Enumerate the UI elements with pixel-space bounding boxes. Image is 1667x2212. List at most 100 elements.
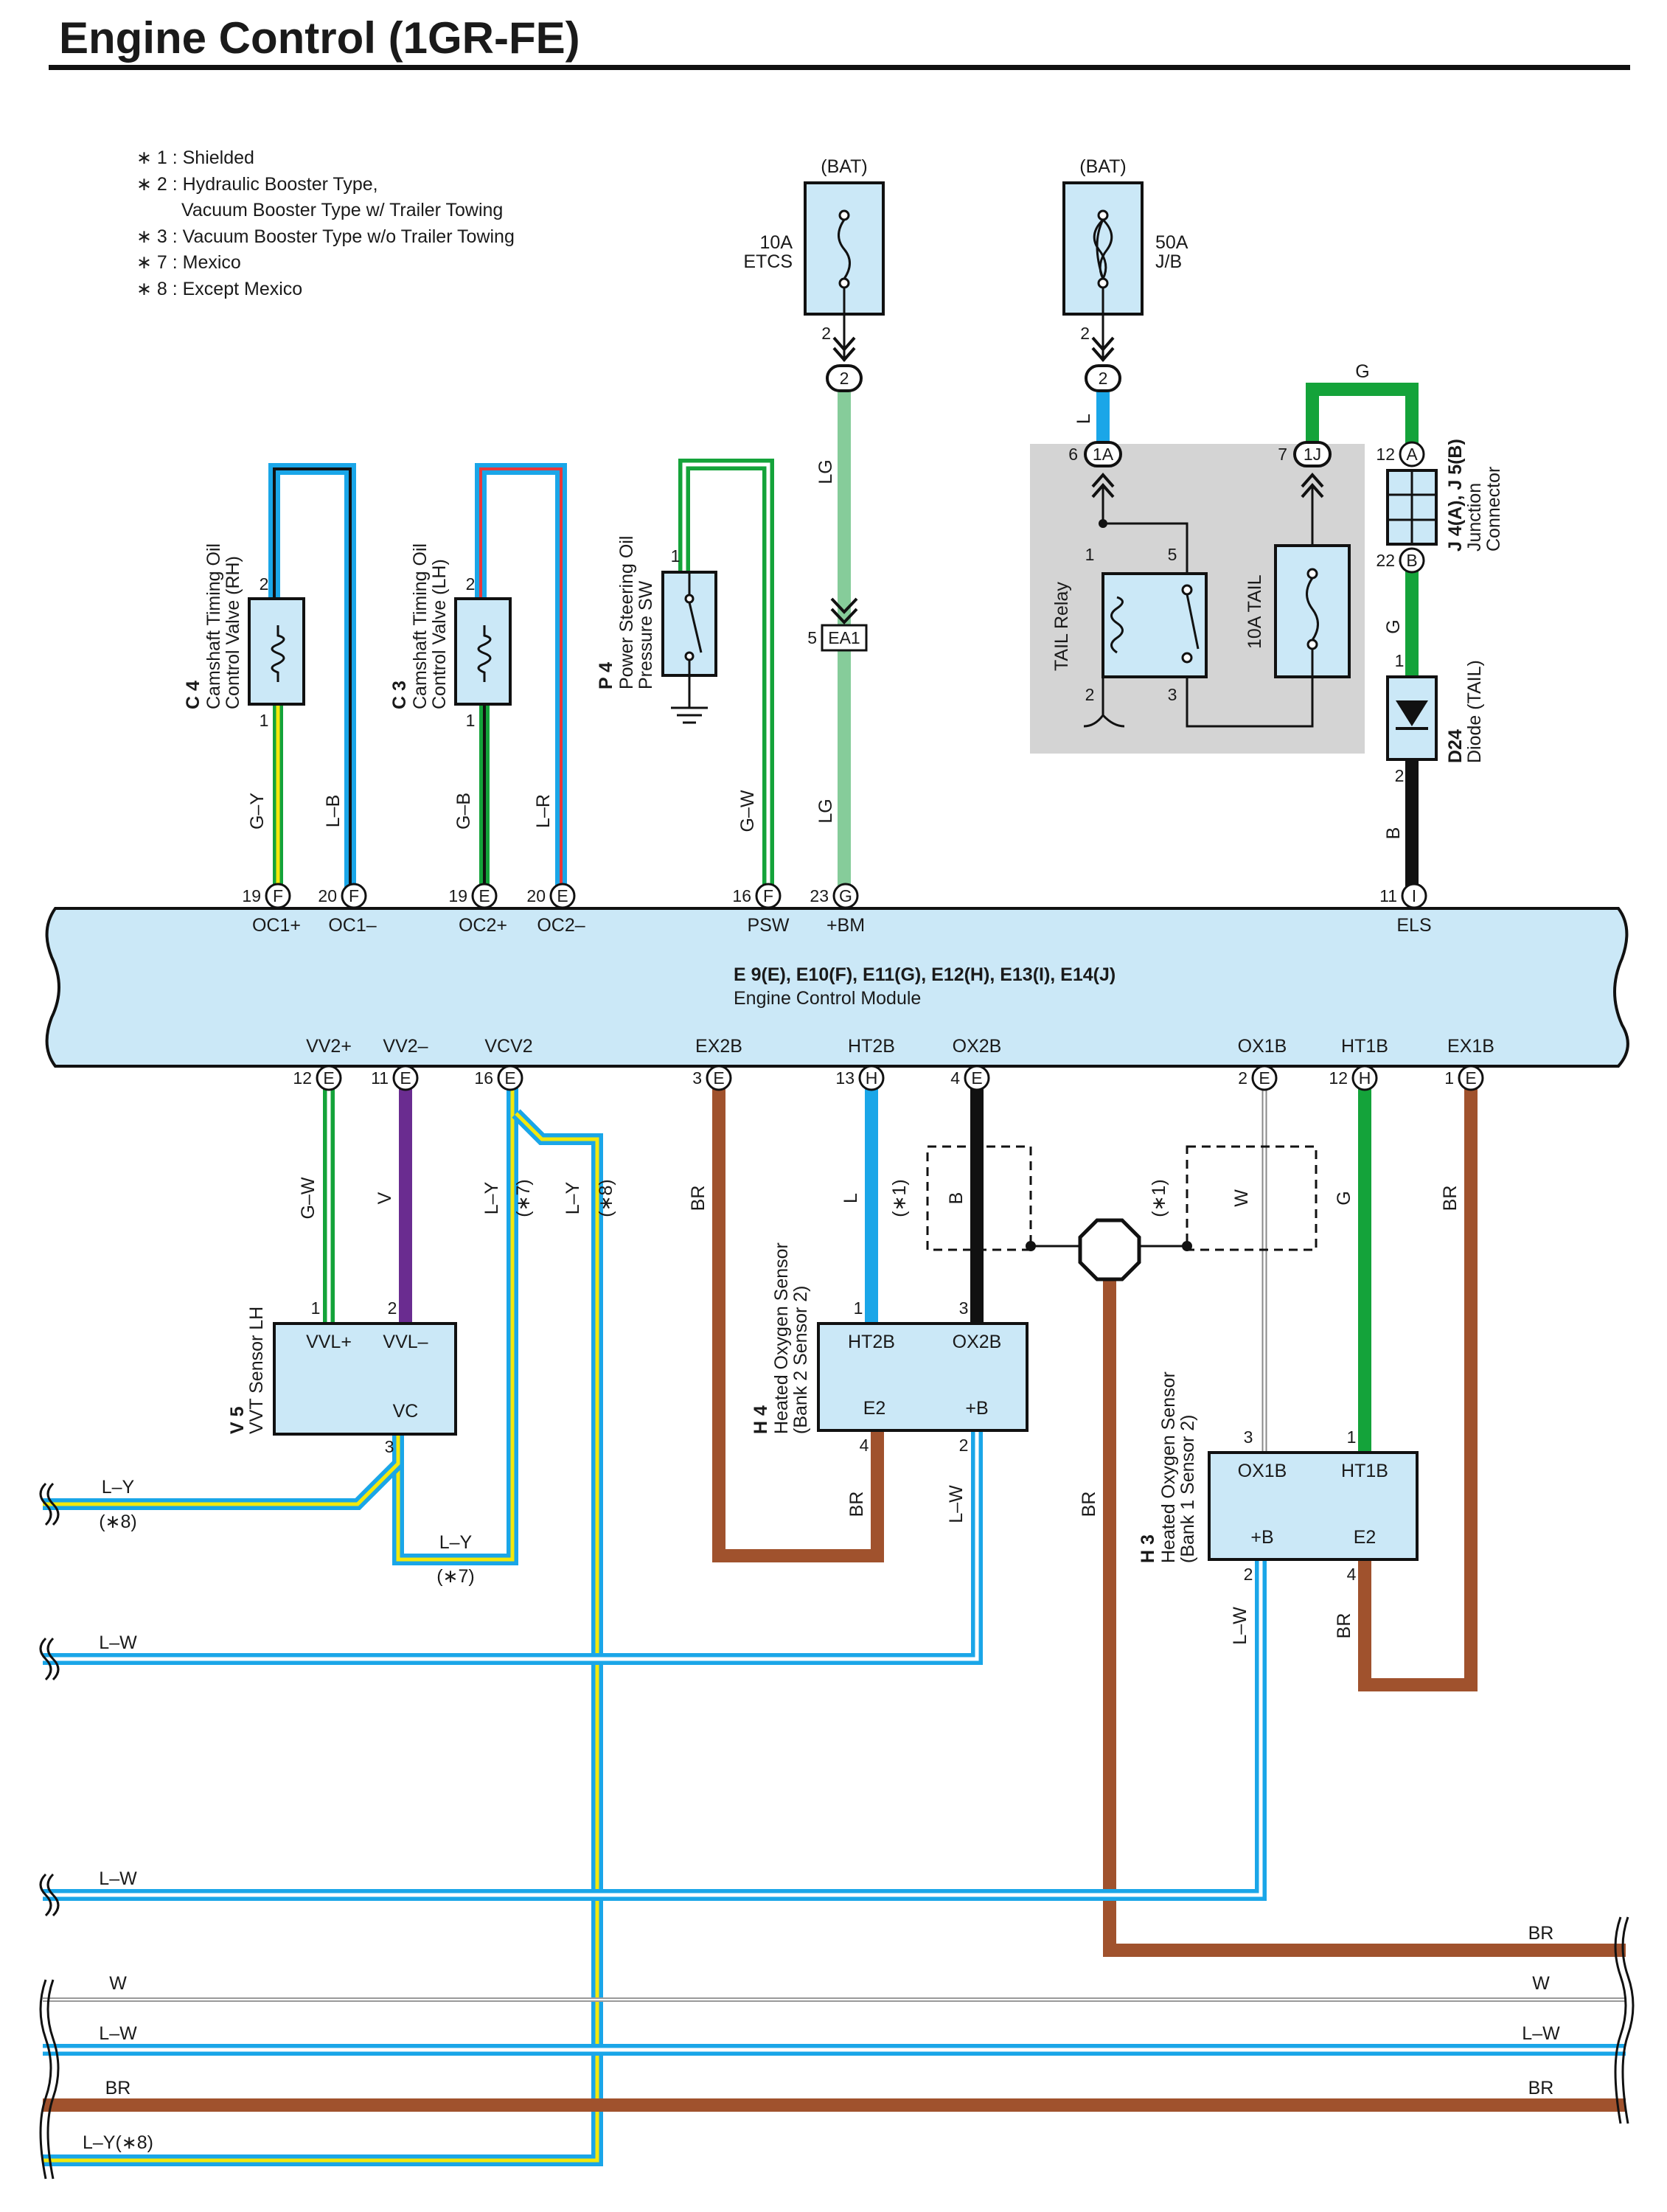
pin-vv2m-num: 11 (371, 1068, 389, 1088)
c4-name-2: Control Valve (RH) (223, 556, 243, 709)
pin-vv2p (316, 1065, 342, 1091)
wl-br-ex2b: BR (688, 1186, 709, 1211)
connector-ea1: EA1 5 (807, 597, 868, 652)
c4-name-1: Camshaft Timing Oil (203, 543, 224, 709)
p4-pin: 1 (671, 546, 681, 566)
h4-term-ox2b: OX2B (953, 1332, 1002, 1352)
ea1-label: EA1 (828, 628, 860, 647)
shield-note-1: (∗1) (889, 1179, 910, 1217)
p4-name-2: Pressure SW (636, 580, 656, 689)
fuse-jb-pin: 2 (1080, 324, 1090, 343)
wire-c4-lb-inner (273, 467, 352, 896)
relay-pin-5: 5 (1168, 545, 1177, 564)
ecm-subname: Engine Control Module (734, 988, 921, 1009)
fuse-etcs-element-icon (838, 219, 851, 279)
relay-out-to-fuse (1186, 677, 1314, 728)
pin-psw-num: 16 (732, 886, 751, 905)
component-v5: VVL+ VVL– VC 1 2 3 V 5 VVT Sensor LH (227, 1298, 457, 1456)
fuse-etcs-name: ETCS (743, 251, 793, 272)
hl-star8-left: (∗8) (99, 1512, 137, 1532)
ea1-pin: 5 (807, 628, 817, 647)
shield-boxes: (∗1) (∗1) (889, 1145, 1318, 1281)
fuse-etcs-rating: 10A (760, 232, 793, 253)
h4-name-1: Heated Oxygen Sensor (771, 1242, 792, 1434)
h3-pin-2: 2 (1244, 1565, 1253, 1584)
pin-ht2b-num: 13 (835, 1068, 855, 1088)
pin-ex1b (1458, 1065, 1484, 1091)
relay-feed-branch (1103, 522, 1189, 574)
relay-ground-lead (1083, 677, 1125, 728)
break-right-bus (1614, 1916, 1635, 2124)
wl-gy: G–Y (247, 793, 268, 830)
pin-els-num: 11 (1379, 886, 1397, 905)
p4-switch-contact-1 (684, 594, 695, 604)
v5-pin-3: 3 (385, 1437, 394, 1456)
hl-br-right: BR (1528, 2078, 1554, 2098)
c4-coil-icon (271, 625, 285, 682)
fuse-jb-arrow-icon (1091, 336, 1115, 363)
pin-ox1b-conn: E (1259, 1068, 1270, 1088)
pin-oc1p-conn: F (273, 886, 283, 905)
c4-pin-top: 2 (260, 574, 269, 594)
pin-ht1b (1351, 1065, 1378, 1091)
fuse-jb-element-icon (1093, 218, 1113, 279)
pin-ex2b-num: 3 (692, 1068, 702, 1088)
relay-conn-1a-label: 1A (1093, 445, 1114, 464)
junction-connector: A 12 B 22 J 4(A), J 5(B) Junction Connec… (1376, 439, 1504, 574)
h4-body (817, 1322, 1029, 1432)
fuse-etcs-top-dot (838, 209, 850, 221)
engine-control-module: E 9(E), E10(F), E11(G), E12(H), E13(I), … (45, 907, 1629, 1068)
pin-vv2p-conn: E (323, 1068, 334, 1088)
wl-l-jb: L (1073, 414, 1094, 424)
pin-ox2b-conn: E (971, 1068, 982, 1088)
pin-els (1401, 883, 1427, 909)
junction-name-2: Connector (1483, 467, 1504, 552)
wire-labels: G–Y L–B G–B L–R G–W LG LG L G G B G–W V … (247, 361, 1461, 1645)
shield-box-bank2 (926, 1145, 1032, 1251)
pin-vv2m-conn: E (400, 1068, 411, 1088)
pin-vcv2-num: 16 (474, 1068, 493, 1088)
v5-pin-1: 1 (311, 1298, 321, 1318)
h3-term-b: +B (1250, 1527, 1273, 1548)
fuse-etcs-bottom-dot (838, 277, 850, 289)
p4-switch-contact-2 (684, 651, 695, 661)
ground-splice-octagon (1078, 1218, 1141, 1281)
wire-vc-left-ly-stripe (43, 1434, 400, 1506)
ecm-top-pins: F 19 F 20 E 19 E 20 F 16 G 23 I 11 (242, 883, 1427, 909)
h4-pin-2: 2 (959, 1436, 969, 1455)
wl-gw-v5: G–W (298, 1177, 319, 1219)
notes: ∗ 1 : Shielded ∗ 2 : Hydraulic Booster T… (136, 147, 515, 299)
note-7: ∗ 7 : Mexico (136, 252, 241, 273)
wl-br-ex1b: BR (1440, 1186, 1461, 1211)
v5-pin-2: 2 (388, 1298, 397, 1318)
pin-oc1m (341, 883, 367, 909)
hl-star7-loop: (∗7) (436, 1566, 475, 1587)
fuse-tail-element-icon (1306, 577, 1319, 641)
pin-oc1p-num: 19 (242, 886, 261, 905)
h3-pin-1: 1 (1347, 1427, 1357, 1447)
wl-lg-bottom: LG (815, 799, 836, 823)
wl-lw-h4: L–W (946, 1485, 967, 1523)
c3-code: C 3 (389, 681, 410, 709)
hl-w-right: W (1532, 1973, 1550, 1994)
hl-lw-left: L–W (99, 2023, 137, 2044)
junction-pin-b-conn: B (1406, 551, 1417, 570)
ecm-term-ex1b: EX1B (1447, 1036, 1494, 1057)
ecm-term-vcv2: VCV2 (484, 1036, 532, 1057)
h4-term-b: +B (965, 1398, 988, 1419)
h3-code: H 3 (1138, 1534, 1158, 1563)
pin-oc2m-conn: E (557, 886, 568, 905)
break-marks (39, 1482, 1635, 2180)
component-c3: 2 1 C 3 Camshaft Timing Oil Control Valv… (389, 543, 512, 730)
v5-term-vc: VC (393, 1401, 419, 1422)
component-h4: HT2B OX2B E2 +B 1 3 4 2 H 4 Heated Oxyge… (751, 1242, 1029, 1455)
wl-lw-h3: L–W (1230, 1607, 1250, 1645)
component-p4: 1 P 4 Power Steering Oil Pressure SW (596, 536, 717, 724)
ecm-term-ox2b: OX2B (953, 1036, 1002, 1057)
v5-name: VVT Sensor LH (246, 1307, 267, 1434)
fuse-jb-source: (BAT) (1079, 156, 1126, 177)
relay-contact-2 (1181, 652, 1193, 664)
pin-psw (755, 883, 782, 909)
wl-w-ox1b: W (1231, 1189, 1252, 1207)
